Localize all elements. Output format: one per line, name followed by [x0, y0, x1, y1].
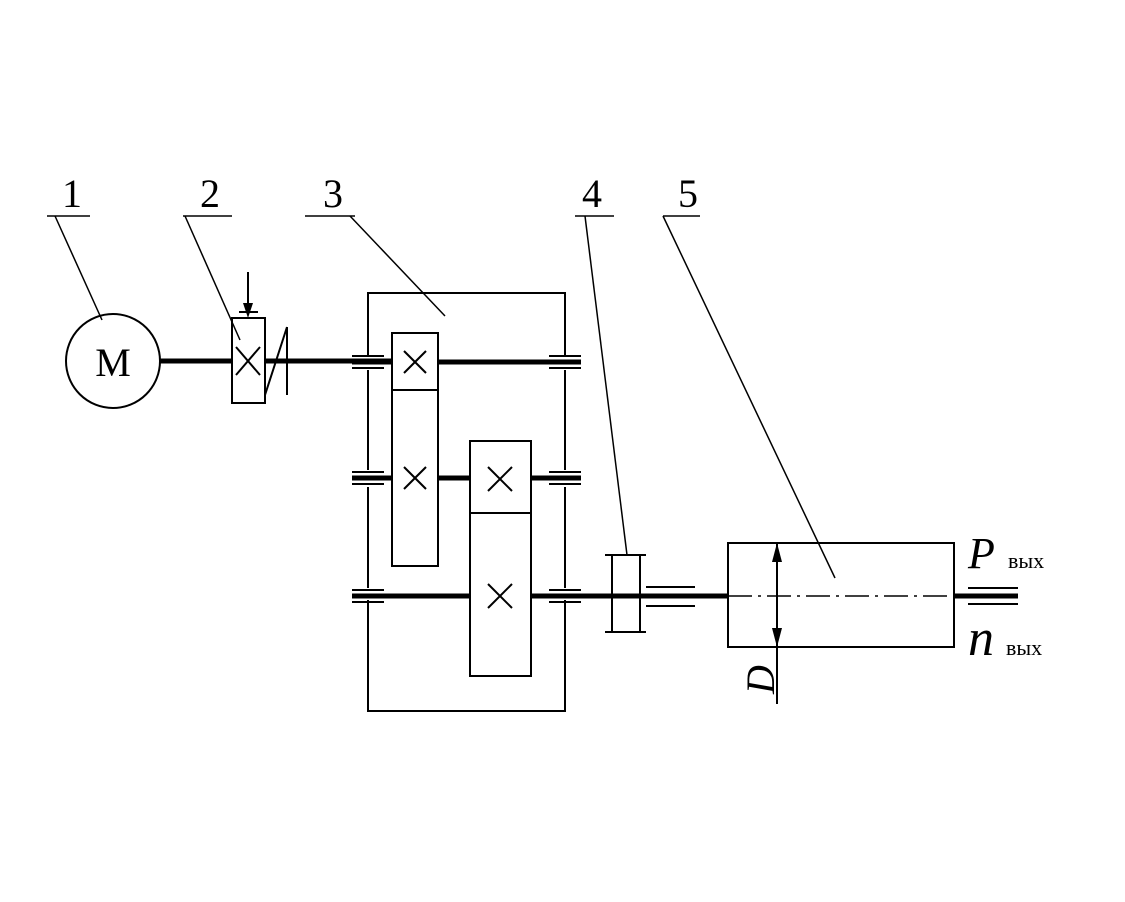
drum-output-shaft: [954, 587, 1018, 605]
housing-bottom: [367, 600, 566, 712]
bearings-right: [549, 355, 581, 603]
speed-subscript: вых: [1006, 635, 1042, 660]
power-subscript: вых: [1008, 548, 1044, 573]
label-1: 1: [47, 171, 103, 321]
output-speed-label: n вых: [968, 610, 1042, 667]
gearbox: [352, 292, 581, 712]
label-3: 3: [305, 171, 446, 317]
motor-letter: M: [95, 340, 131, 385]
gear-stage-1: [352, 332, 549, 567]
speed-symbol: n: [968, 610, 994, 667]
conveyor-drum: D: [727, 542, 955, 704]
label-4: 4: [575, 171, 628, 556]
drum-body: [727, 542, 955, 648]
output-coupling: [565, 554, 695, 633]
diameter-symbol: D: [738, 665, 783, 695]
gear-stage-2: [368, 440, 581, 677]
label-5: 5: [662, 171, 836, 579]
label-2-text: 2: [200, 171, 220, 216]
label-4-text: 4: [582, 171, 602, 216]
pulley-drive: [231, 272, 288, 404]
output-power-label: P вых: [967, 529, 1044, 578]
label-1-text: 1: [62, 171, 82, 216]
label-5-text: 5: [678, 171, 698, 216]
power-symbol: P: [967, 529, 995, 578]
bearings-left: [352, 355, 384, 603]
label-3-text: 3: [323, 171, 343, 216]
label-2: 2: [183, 171, 241, 341]
electric-motor: M: [65, 313, 161, 409]
housing-top: [367, 292, 566, 355]
